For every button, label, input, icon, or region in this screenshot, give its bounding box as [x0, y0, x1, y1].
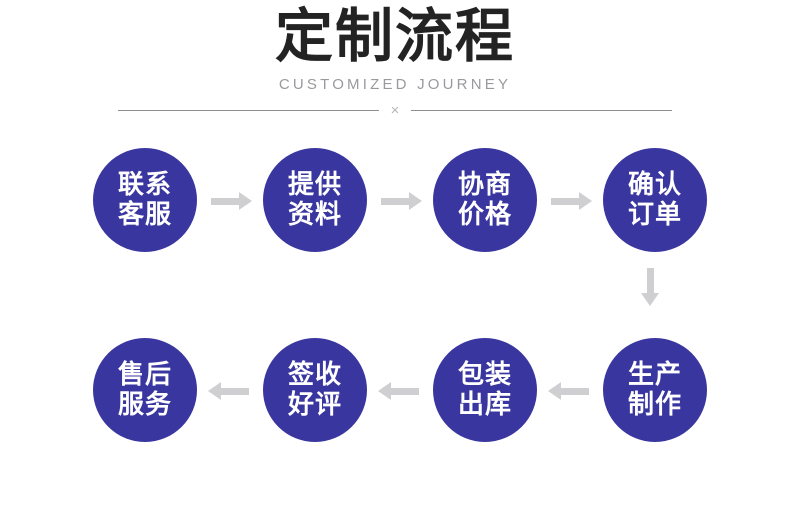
arrow-shaft	[647, 268, 654, 295]
arrow-head	[548, 382, 561, 400]
arrow-shaft	[219, 388, 249, 395]
step-node-contact-service[interactable]: 联系 客服	[93, 148, 197, 252]
step-label-line2: 订单	[627, 200, 682, 230]
step-label-line2: 资料	[287, 200, 342, 230]
step-label-line2: 客服	[117, 200, 172, 230]
step-label-line2: 好评	[287, 390, 342, 420]
arrow-right-icon	[207, 187, 253, 213]
arrow-left-icon	[207, 377, 253, 403]
step-node-production[interactable]: 生产 制作	[603, 338, 707, 442]
arrow-shaft	[551, 198, 581, 205]
arrow-right-icon	[547, 187, 593, 213]
arrow-shaft	[211, 198, 241, 205]
step-node-negotiate-price[interactable]: 协商 价格	[433, 148, 537, 252]
arrow-head	[409, 192, 422, 210]
arrow-head	[239, 192, 252, 210]
page-subtitle: CUSTOMIZED JOURNEY	[278, 76, 512, 93]
arrow-head	[579, 192, 592, 210]
step-node-receipt-review[interactable]: 签收 好评	[263, 338, 367, 442]
step-node-confirm-order[interactable]: 确认 订单	[603, 148, 707, 252]
step-label-line1: 售后	[117, 360, 172, 390]
arrow-head	[641, 293, 659, 306]
divider-rule-left	[118, 109, 379, 111]
step-label-line1: 签收	[287, 360, 342, 390]
page-title: 定制流程	[274, 2, 515, 70]
arrow-left-icon	[377, 377, 423, 403]
header: 定制流程 CUSTOMIZED JOURNEY	[0, 0, 790, 94]
step-label-line2: 出库	[457, 390, 512, 420]
divider-cross-icon: ×	[390, 101, 400, 119]
step-label-line1: 协商	[457, 170, 512, 200]
section-divider: ×	[118, 100, 673, 120]
step-label-line2: 价格	[457, 200, 512, 230]
arrow-head	[378, 382, 391, 400]
arrow-shaft	[559, 388, 589, 395]
arrow-left-icon	[547, 377, 593, 403]
flow-row-top: 联系 客服 提供 资料 协商 价格 确认 订单	[93, 148, 707, 252]
step-label-line1: 包装	[457, 360, 512, 390]
step-label-line1: 联系	[117, 170, 172, 200]
step-node-package-shipment[interactable]: 包装 出库	[433, 338, 537, 442]
step-node-after-sales-service[interactable]: 售后 服务	[93, 338, 197, 442]
arrow-right-icon	[377, 187, 423, 213]
divider-rule-right	[411, 109, 673, 111]
step-label-line1: 提供	[287, 170, 342, 200]
arrow-shaft	[381, 198, 411, 205]
arrow-head	[208, 382, 221, 400]
step-label-line2: 服务	[117, 390, 172, 420]
step-label-line1: 确认	[627, 170, 682, 200]
step-label-line2: 制作	[627, 390, 682, 420]
arrow-shaft	[389, 388, 419, 395]
arrow-down-icon	[638, 268, 664, 310]
flow-row-bottom: 售后 服务 签收 好评 包装 出库 生产 制作	[93, 338, 707, 442]
step-node-provide-materials[interactable]: 提供 资料	[263, 148, 367, 252]
step-label-line1: 生产	[627, 360, 682, 390]
